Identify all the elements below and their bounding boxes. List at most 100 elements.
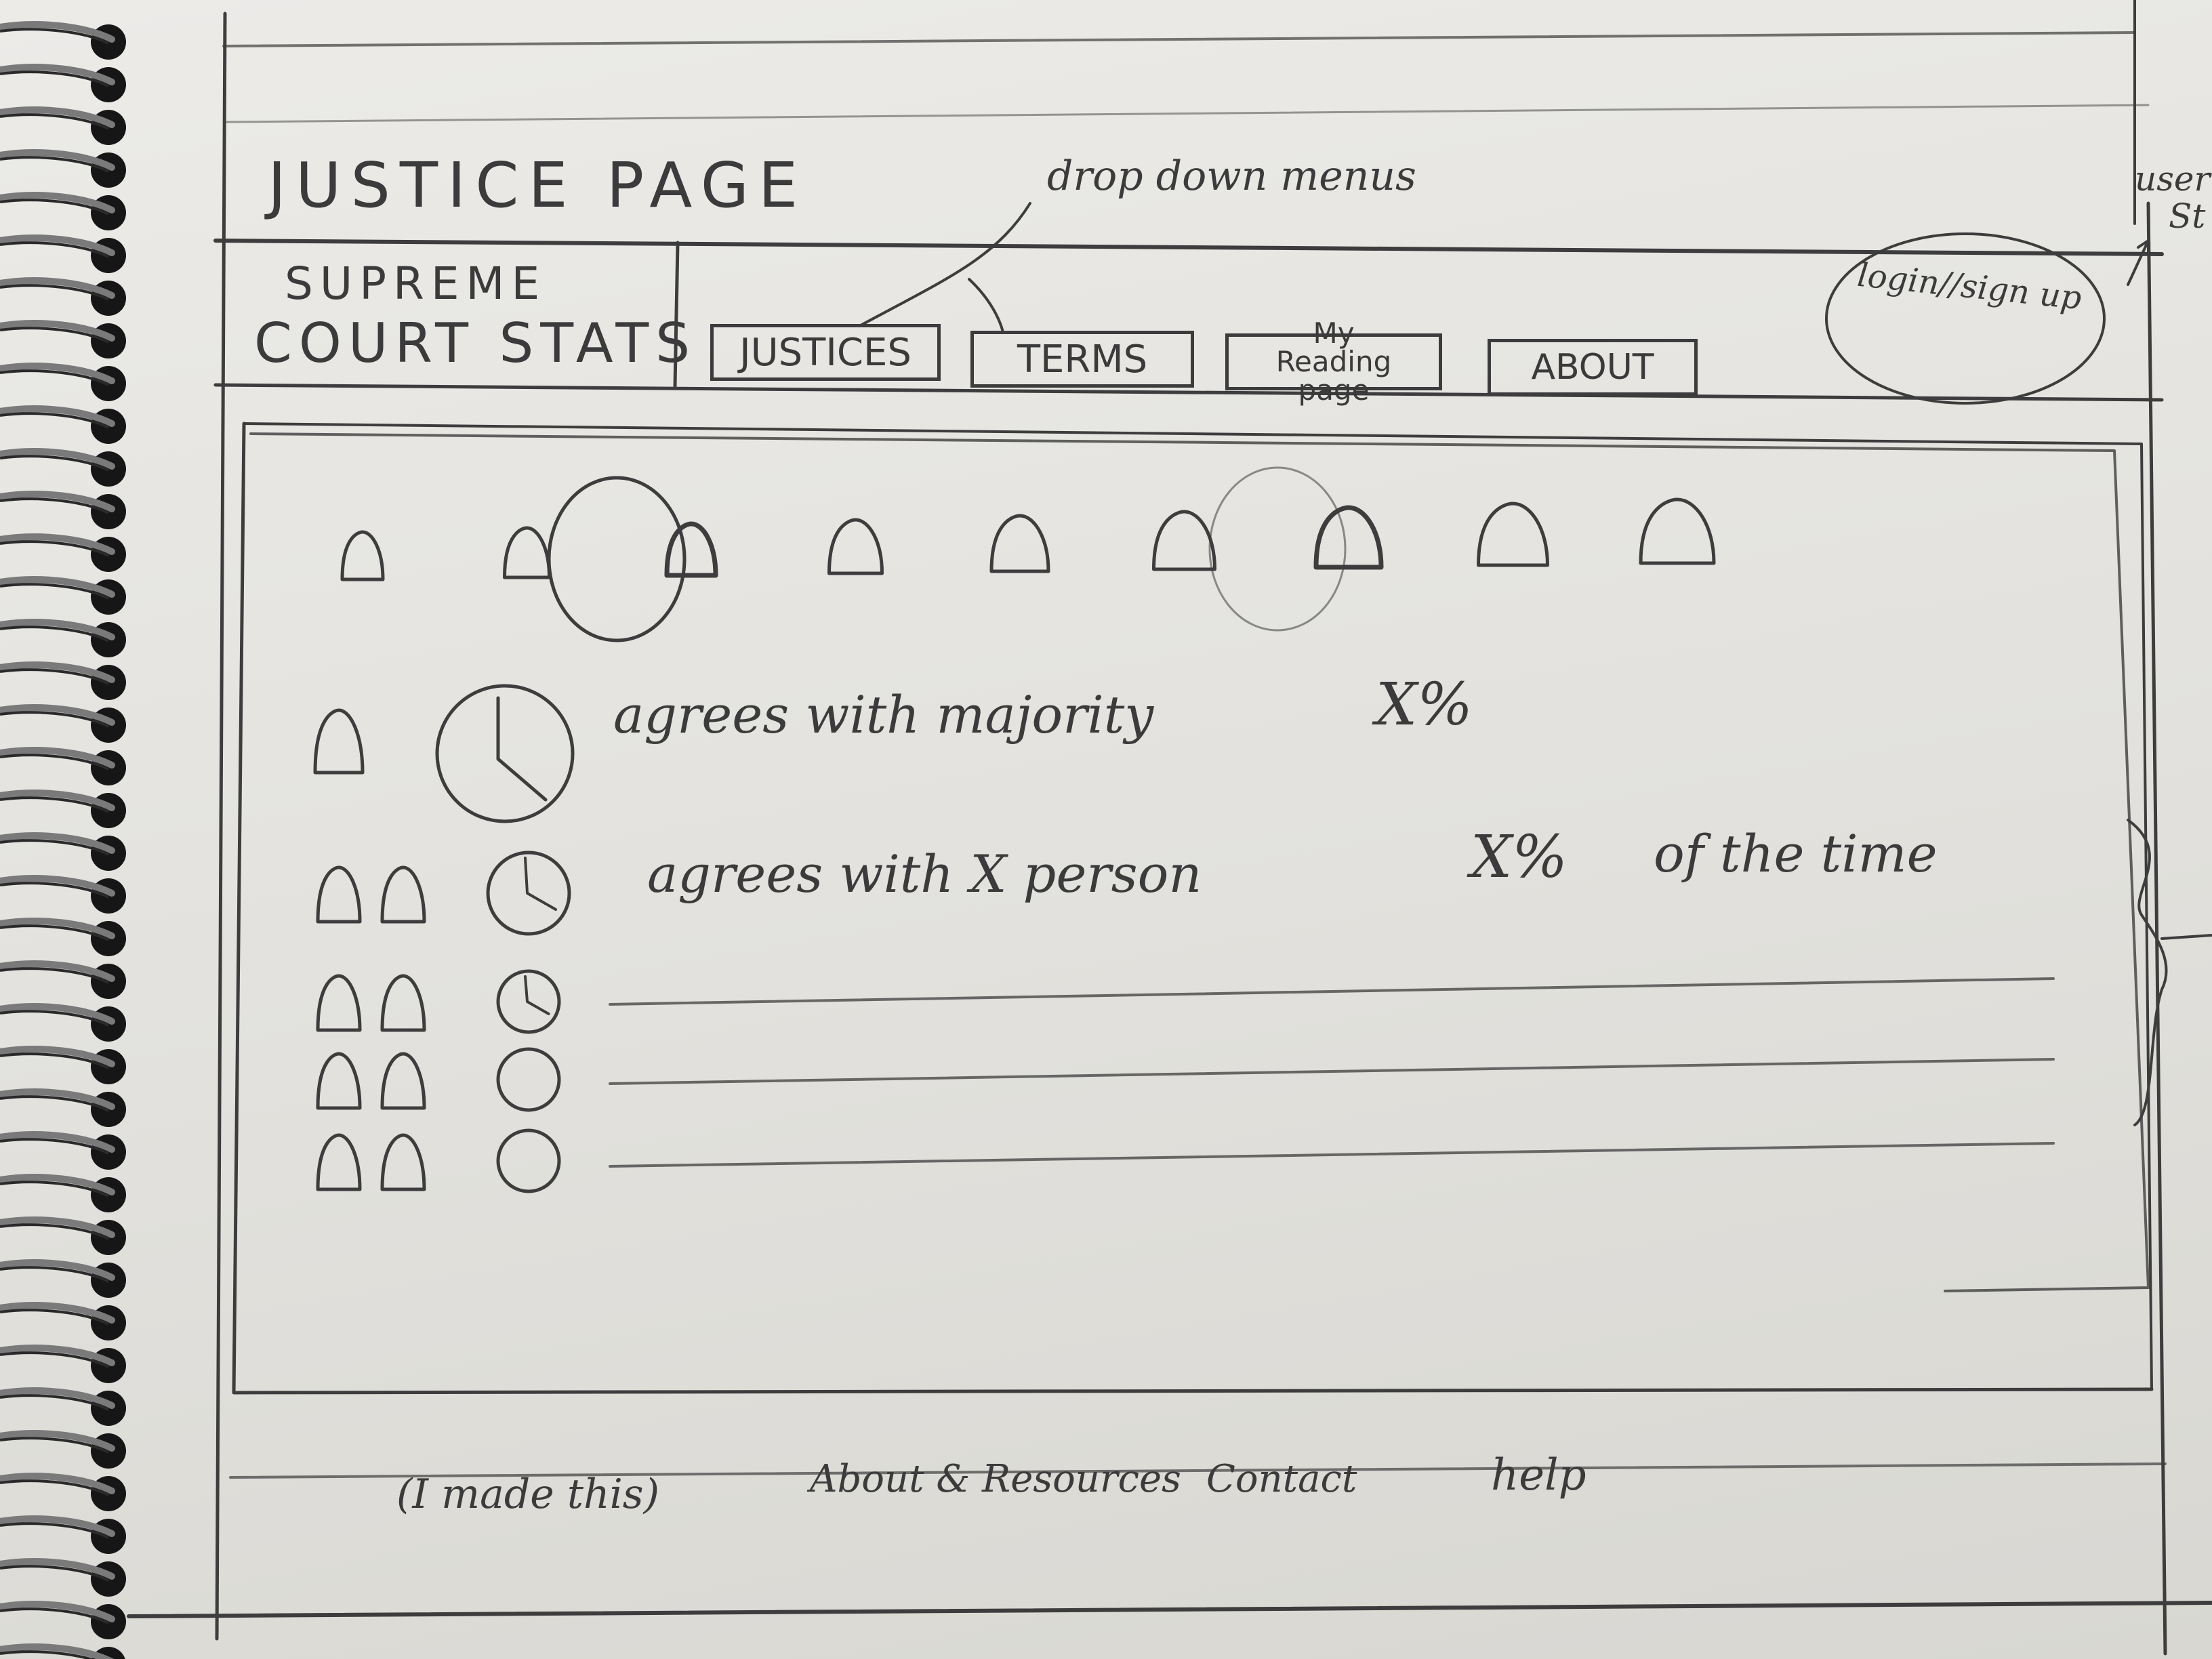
stat-majority-value: X%: [1376, 671, 1473, 739]
spiral-ring-shadow: [0, 28, 109, 45]
justice-avatar-icon: [380, 1133, 426, 1191]
tab-terms[interactable]: TERMS: [970, 331, 1194, 388]
spiral-ring-shadow: [0, 754, 109, 771]
spiral-ring: [0, 576, 115, 598]
pie-slice-icon: [524, 975, 550, 1015]
spiral-ring: [0, 21, 115, 43]
spiral-ring: [0, 405, 115, 427]
spiral-ring: [0, 832, 115, 854]
justice-avatar-icon[interactable]: [827, 518, 884, 575]
spiral-binding: [0, 21, 126, 1659]
tab-my-reading-page[interactable]: My Reading page: [1225, 319, 1442, 405]
page-title: JUSTICE PAGE: [268, 149, 808, 222]
spiral-ring: [0, 1302, 115, 1324]
spiral-ring-shadow: [0, 199, 109, 216]
spiral-ring-shadow: [0, 1437, 109, 1454]
spiral-ring: [0, 1216, 115, 1238]
justice-avatar-icon[interactable]: [1152, 510, 1216, 571]
justice-avatar-icon[interactable]: [340, 530, 385, 581]
justice-avatar-icon: [316, 1052, 362, 1110]
pie-slice-icon: [496, 696, 548, 802]
justice-avatar-icon: [313, 708, 365, 775]
spiral-ring-shadow: [0, 668, 109, 685]
spiral-ring: [0, 1003, 115, 1025]
spiral-ring: [0, 320, 115, 342]
spiral-ring-shadow: [0, 1138, 109, 1155]
spiral-ring-shadow: [0, 1565, 109, 1582]
justice-avatar-icon: [316, 1133, 362, 1191]
spiral-ring-shadow: [0, 839, 109, 856]
justice-avatar-icon: [380, 974, 426, 1032]
spiral-ring: [0, 1643, 114, 1659]
justice-avatar-icon[interactable]: [503, 526, 551, 579]
spiral-ring-shadow: [0, 1607, 109, 1624]
spiral-ring-shadow: [0, 241, 109, 258]
spiral-ring-shadow: [0, 1522, 109, 1539]
justice-avatar-icon: [316, 974, 362, 1032]
side-note-2: St: [2169, 197, 2206, 236]
spiral-ring: [0, 1387, 115, 1409]
spiral-ring-shadow: [0, 1394, 109, 1411]
spiral-ring-shadow: [0, 113, 109, 130]
spiral-ring-shadow: [0, 497, 109, 514]
pie-chart-icon: [435, 684, 575, 823]
spiral-ring: [0, 619, 115, 640]
tab-about[interactable]: ABOUT: [1488, 339, 1698, 396]
spiral-ring-shadow: [0, 1223, 109, 1240]
footer-link-about[interactable]: About & Resources: [810, 1457, 1181, 1501]
justice-avatar-icon[interactable]: [664, 521, 718, 578]
tab-justices-label: JUSTICES: [739, 330, 912, 375]
spiral-ring: [0, 1558, 115, 1580]
spiral-ring: [0, 1131, 115, 1153]
spiral-ring-shadow: [0, 540, 109, 557]
footer-link-help[interactable]: help: [1491, 1450, 1586, 1500]
footer-link-contact[interactable]: Contact: [1206, 1457, 1357, 1501]
spiral-ring: [0, 1345, 115, 1366]
spiral-ring-shadow: [0, 156, 109, 173]
stat-person-value: X%: [1471, 823, 1568, 891]
spiral-ring: [0, 363, 115, 384]
justice-avatar-icon[interactable]: [1313, 505, 1384, 570]
pie-slice-icon: [524, 857, 557, 911]
pie-chart-icon: [496, 969, 561, 1034]
stat-person-text: agrees with X person: [647, 844, 1202, 904]
justice-avatar-icon[interactable]: [1639, 497, 1716, 565]
spiral-ring: [0, 790, 115, 811]
spiral-ring: [0, 918, 115, 939]
spiral-ring: [0, 1601, 115, 1622]
justice-avatar-icon: [316, 865, 362, 924]
spiral-ring-shadow: [0, 455, 109, 472]
brand-line-1: SUPREME: [285, 258, 547, 310]
spiral-ring-shadow: [0, 1095, 109, 1112]
justice-avatar-icon[interactable]: [1477, 501, 1549, 567]
spiral-ring: [0, 1046, 115, 1067]
justice-avatar-icon: [380, 1052, 426, 1110]
pie-chart-icon: [496, 1128, 561, 1193]
tab-my-reading-page-label: My Reading page: [1275, 316, 1392, 407]
footer-credit: (I made this): [396, 1471, 659, 1518]
pie-chart-icon: [486, 851, 571, 936]
spiral-ring: [0, 747, 115, 769]
justice-avatar-icon[interactable]: [989, 514, 1050, 573]
spiral-ring-shadow: [0, 882, 109, 899]
tab-justices[interactable]: JUSTICES: [710, 324, 941, 381]
placeholder-stat-line: [609, 1058, 2055, 1085]
spiral-ring-shadow: [0, 967, 109, 984]
spiral-ring-shadow: [0, 1650, 96, 1659]
brand-line-2: COURT STATS: [254, 312, 697, 375]
spiral-ring: [0, 448, 115, 470]
spiral-ring: [0, 64, 115, 85]
stat-majority-text: agrees with majority: [613, 684, 1154, 745]
spiral-ring-shadow: [0, 327, 109, 344]
spiral-ring: [0, 661, 115, 683]
spiral-ring-shadow: [0, 711, 109, 728]
spiral-ring: [0, 1430, 115, 1452]
spiral-ring: [0, 234, 115, 256]
spiral-ring-shadow: [0, 284, 109, 301]
spiral-ring: [0, 960, 115, 982]
spiral-ring: [0, 1515, 115, 1537]
spiral-ring: [0, 192, 115, 213]
spiral-ring-shadow: [0, 1010, 109, 1027]
spiral-ring-shadow: [0, 1351, 109, 1368]
